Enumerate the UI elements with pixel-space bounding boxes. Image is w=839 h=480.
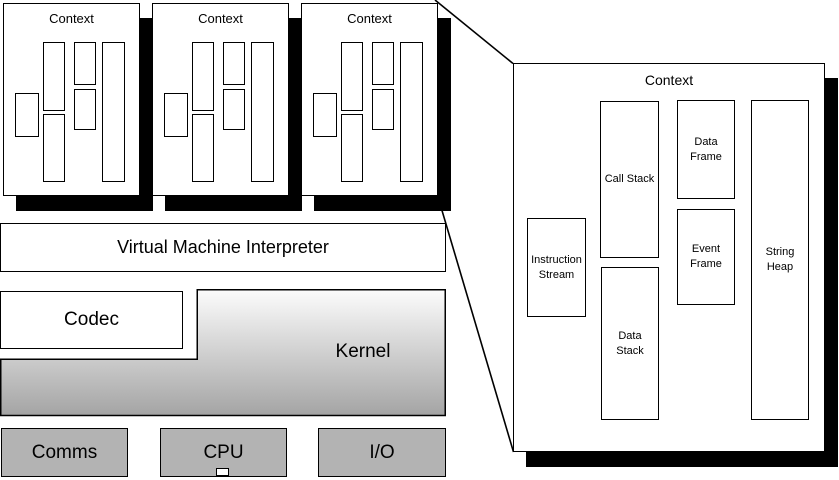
cpu-box: CPU <box>160 428 287 477</box>
cpu-port <box>216 468 229 476</box>
data-frame-label: Data Frame <box>690 135 722 163</box>
expanded-context-box: Context Instruction Stream Call Stack Da… <box>513 63 825 452</box>
event-frame-mini <box>372 89 394 130</box>
data-stack-label: Data Stack <box>616 329 644 357</box>
codec-label: Codec <box>64 309 119 330</box>
data-stack-box: Data Stack <box>601 267 659 420</box>
io-box: I/O <box>318 428 446 477</box>
context-box-2: Context <box>152 3 289 196</box>
string-heap-label: String Heap <box>765 246 795 273</box>
kernel-polygon <box>0 289 446 417</box>
data-frame-mini <box>372 42 394 85</box>
vmi-label: Virtual Machine Interpreter <box>117 237 329 257</box>
data-frame-box: Data Frame <box>677 100 735 199</box>
comms-label: Comms <box>31 441 98 463</box>
data-stack-mini <box>192 114 214 182</box>
data-stack-mini <box>43 114 65 182</box>
kernel-shape <box>0 289 446 417</box>
cpu-label: CPU <box>203 441 244 463</box>
context-box-3: Context <box>301 3 438 196</box>
instruction-stream-mini <box>15 93 39 137</box>
data-stack-mini <box>341 114 363 182</box>
string-heap-mini <box>251 42 274 182</box>
call-stack-mini <box>341 42 363 111</box>
call-stack-label: Call Stack <box>604 173 655 186</box>
context-title: Context <box>198 11 243 26</box>
zoom-callout-line-top <box>434 0 514 65</box>
zoom-callout-line-bottom <box>437 196 515 453</box>
context-title: Context <box>347 11 392 26</box>
codec-box: Codec <box>0 291 183 349</box>
instruction-stream-box: Instruction Stream <box>527 218 586 317</box>
context-box-1: Context <box>3 3 140 196</box>
context-title: Context <box>49 11 94 26</box>
io-label: I/O <box>369 441 395 463</box>
event-frame-label: Event Frame <box>690 243 722 270</box>
data-frame-mini <box>223 42 245 85</box>
event-frame-box: Event Frame <box>677 209 735 305</box>
call-stack-mini <box>43 42 65 111</box>
string-heap-mini <box>102 42 125 182</box>
expanded-context-title: Context <box>644 72 694 88</box>
event-frame-mini <box>74 89 96 130</box>
instruction-stream-mini <box>313 93 337 137</box>
instruction-stream-mini <box>164 93 188 137</box>
vmi-box: Virtual Machine Interpreter <box>0 223 446 272</box>
kernel-label: Kernel <box>335 341 391 362</box>
string-heap-box: String Heap <box>751 100 809 420</box>
comms-box: Comms <box>1 428 128 477</box>
call-stack-box: Call Stack <box>600 101 659 258</box>
event-frame-mini <box>223 89 245 130</box>
call-stack-mini <box>192 42 214 111</box>
data-frame-mini <box>74 42 96 85</box>
instruction-stream-label: Instruction Stream <box>531 253 582 281</box>
string-heap-mini <box>400 42 423 182</box>
